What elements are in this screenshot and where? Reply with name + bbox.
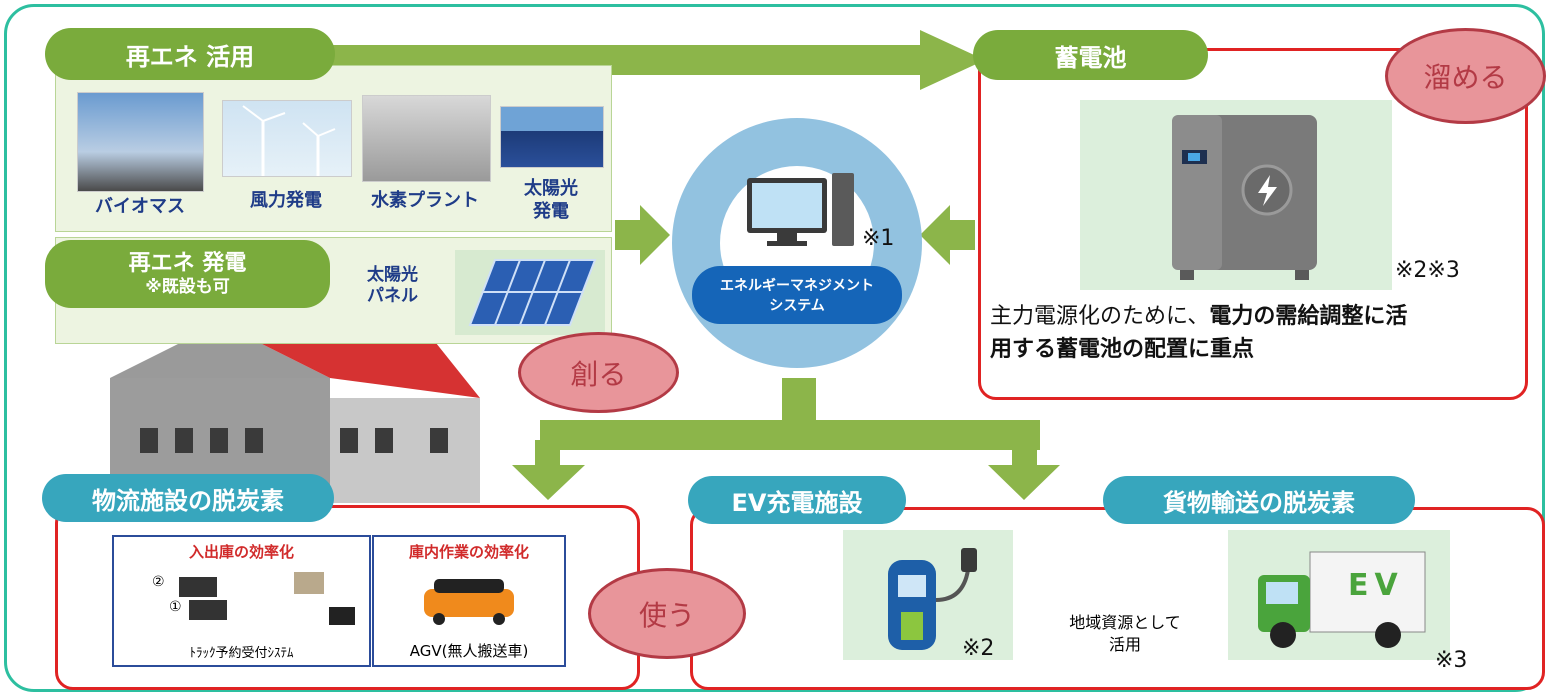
- agv-illustration: [424, 579, 514, 625]
- create-bubble: 創る: [518, 332, 679, 413]
- source-hydrogen: 水素プラント: [371, 190, 479, 211]
- truck-reservation-caption: ﾄﾗｯｸ予約受付ｼｽﾃﾑ: [189, 646, 294, 661]
- arrow-from-battery: [920, 205, 975, 265]
- truck-reservation-title: 入出庫の効率化: [188, 543, 294, 561]
- solar-photo: [500, 106, 604, 168]
- arrow-branch: [540, 420, 1040, 450]
- battery-text-plain: 主力電源化のために、: [990, 304, 1210, 329]
- ev-charger-image: [843, 530, 1013, 660]
- battery-description: 主力電源化のために、電力の需給調整に活用する蓄電池の配置に重点: [990, 300, 1410, 380]
- logistics-title: 物流施設の脱炭素: [42, 474, 334, 522]
- agv-card: 庫内作業の効率化 AGV(無人搬送車): [372, 535, 566, 667]
- freight-title: 貨物輸送の脱炭素: [1103, 476, 1415, 524]
- renewable-gen-line1: 再エネ 発電: [128, 250, 247, 276]
- source-wind: 風力発電: [250, 190, 322, 211]
- ems-label: エネルギーマネジメント システム: [692, 266, 902, 324]
- ems-label-line1: エネルギーマネジメント: [720, 278, 874, 294]
- computer-icon: [747, 173, 854, 246]
- battery-title: 蓄電池: [973, 30, 1208, 80]
- wind-photo: [222, 100, 352, 177]
- ev-charging-title: EV充電施設: [688, 476, 906, 524]
- battery-image: [1080, 100, 1392, 290]
- ev-truck-image: EV: [1228, 530, 1450, 660]
- regional-text: 地域資源として 活用: [1069, 613, 1181, 654]
- hydrogen-photo: [362, 95, 491, 182]
- battery-text-bold: 電力の需給調整に活用する蓄電池の配置に重点: [990, 304, 1408, 362]
- arrow-to-ems: [615, 205, 670, 265]
- truck-ev-label: EV: [1348, 568, 1404, 603]
- solar-panel-label: 太陽光 パネル: [367, 265, 418, 307]
- truck-reservation-illustration: [179, 572, 355, 625]
- renewable-gen-line2: ※既設も可: [145, 277, 230, 297]
- truck-note: ※3: [1435, 648, 1468, 673]
- agv-caption: AGV(無人搬送車): [409, 642, 529, 660]
- arrow-to-freight: [988, 440, 1060, 500]
- step-1: ①: [169, 599, 182, 615]
- solar-panel-image: [455, 250, 605, 335]
- outer-frame: [4, 4, 1545, 692]
- ems-label-line2: システム: [769, 298, 825, 314]
- renewable-gen-title: 再エネ 発電 ※既設も可: [45, 240, 330, 308]
- battery-note: ※2※3: [1395, 258, 1460, 283]
- biomass-photo: [77, 92, 204, 192]
- source-solar: 太陽光 発電: [524, 178, 578, 222]
- store-bubble: 溜める: [1385, 28, 1546, 124]
- agv-title: 庫内作業の効率化: [408, 543, 529, 561]
- step-2: ②: [152, 574, 165, 590]
- ems-note: ※1: [862, 226, 895, 251]
- truck-reservation-card: 入出庫の効率化 ② ① ﾄﾗｯｸ予約受付ｼｽﾃﾑ: [112, 535, 371, 667]
- arrow-to-logistics: [512, 440, 585, 500]
- ems-circle: ※1 エネルギーマネジメント システム: [672, 118, 922, 368]
- source-biomass: バイオマス: [95, 196, 185, 217]
- ev-note: ※2: [962, 636, 995, 661]
- renewable-use-title: 再エネ 活用: [45, 28, 335, 80]
- use-bubble: 使う: [588, 568, 746, 659]
